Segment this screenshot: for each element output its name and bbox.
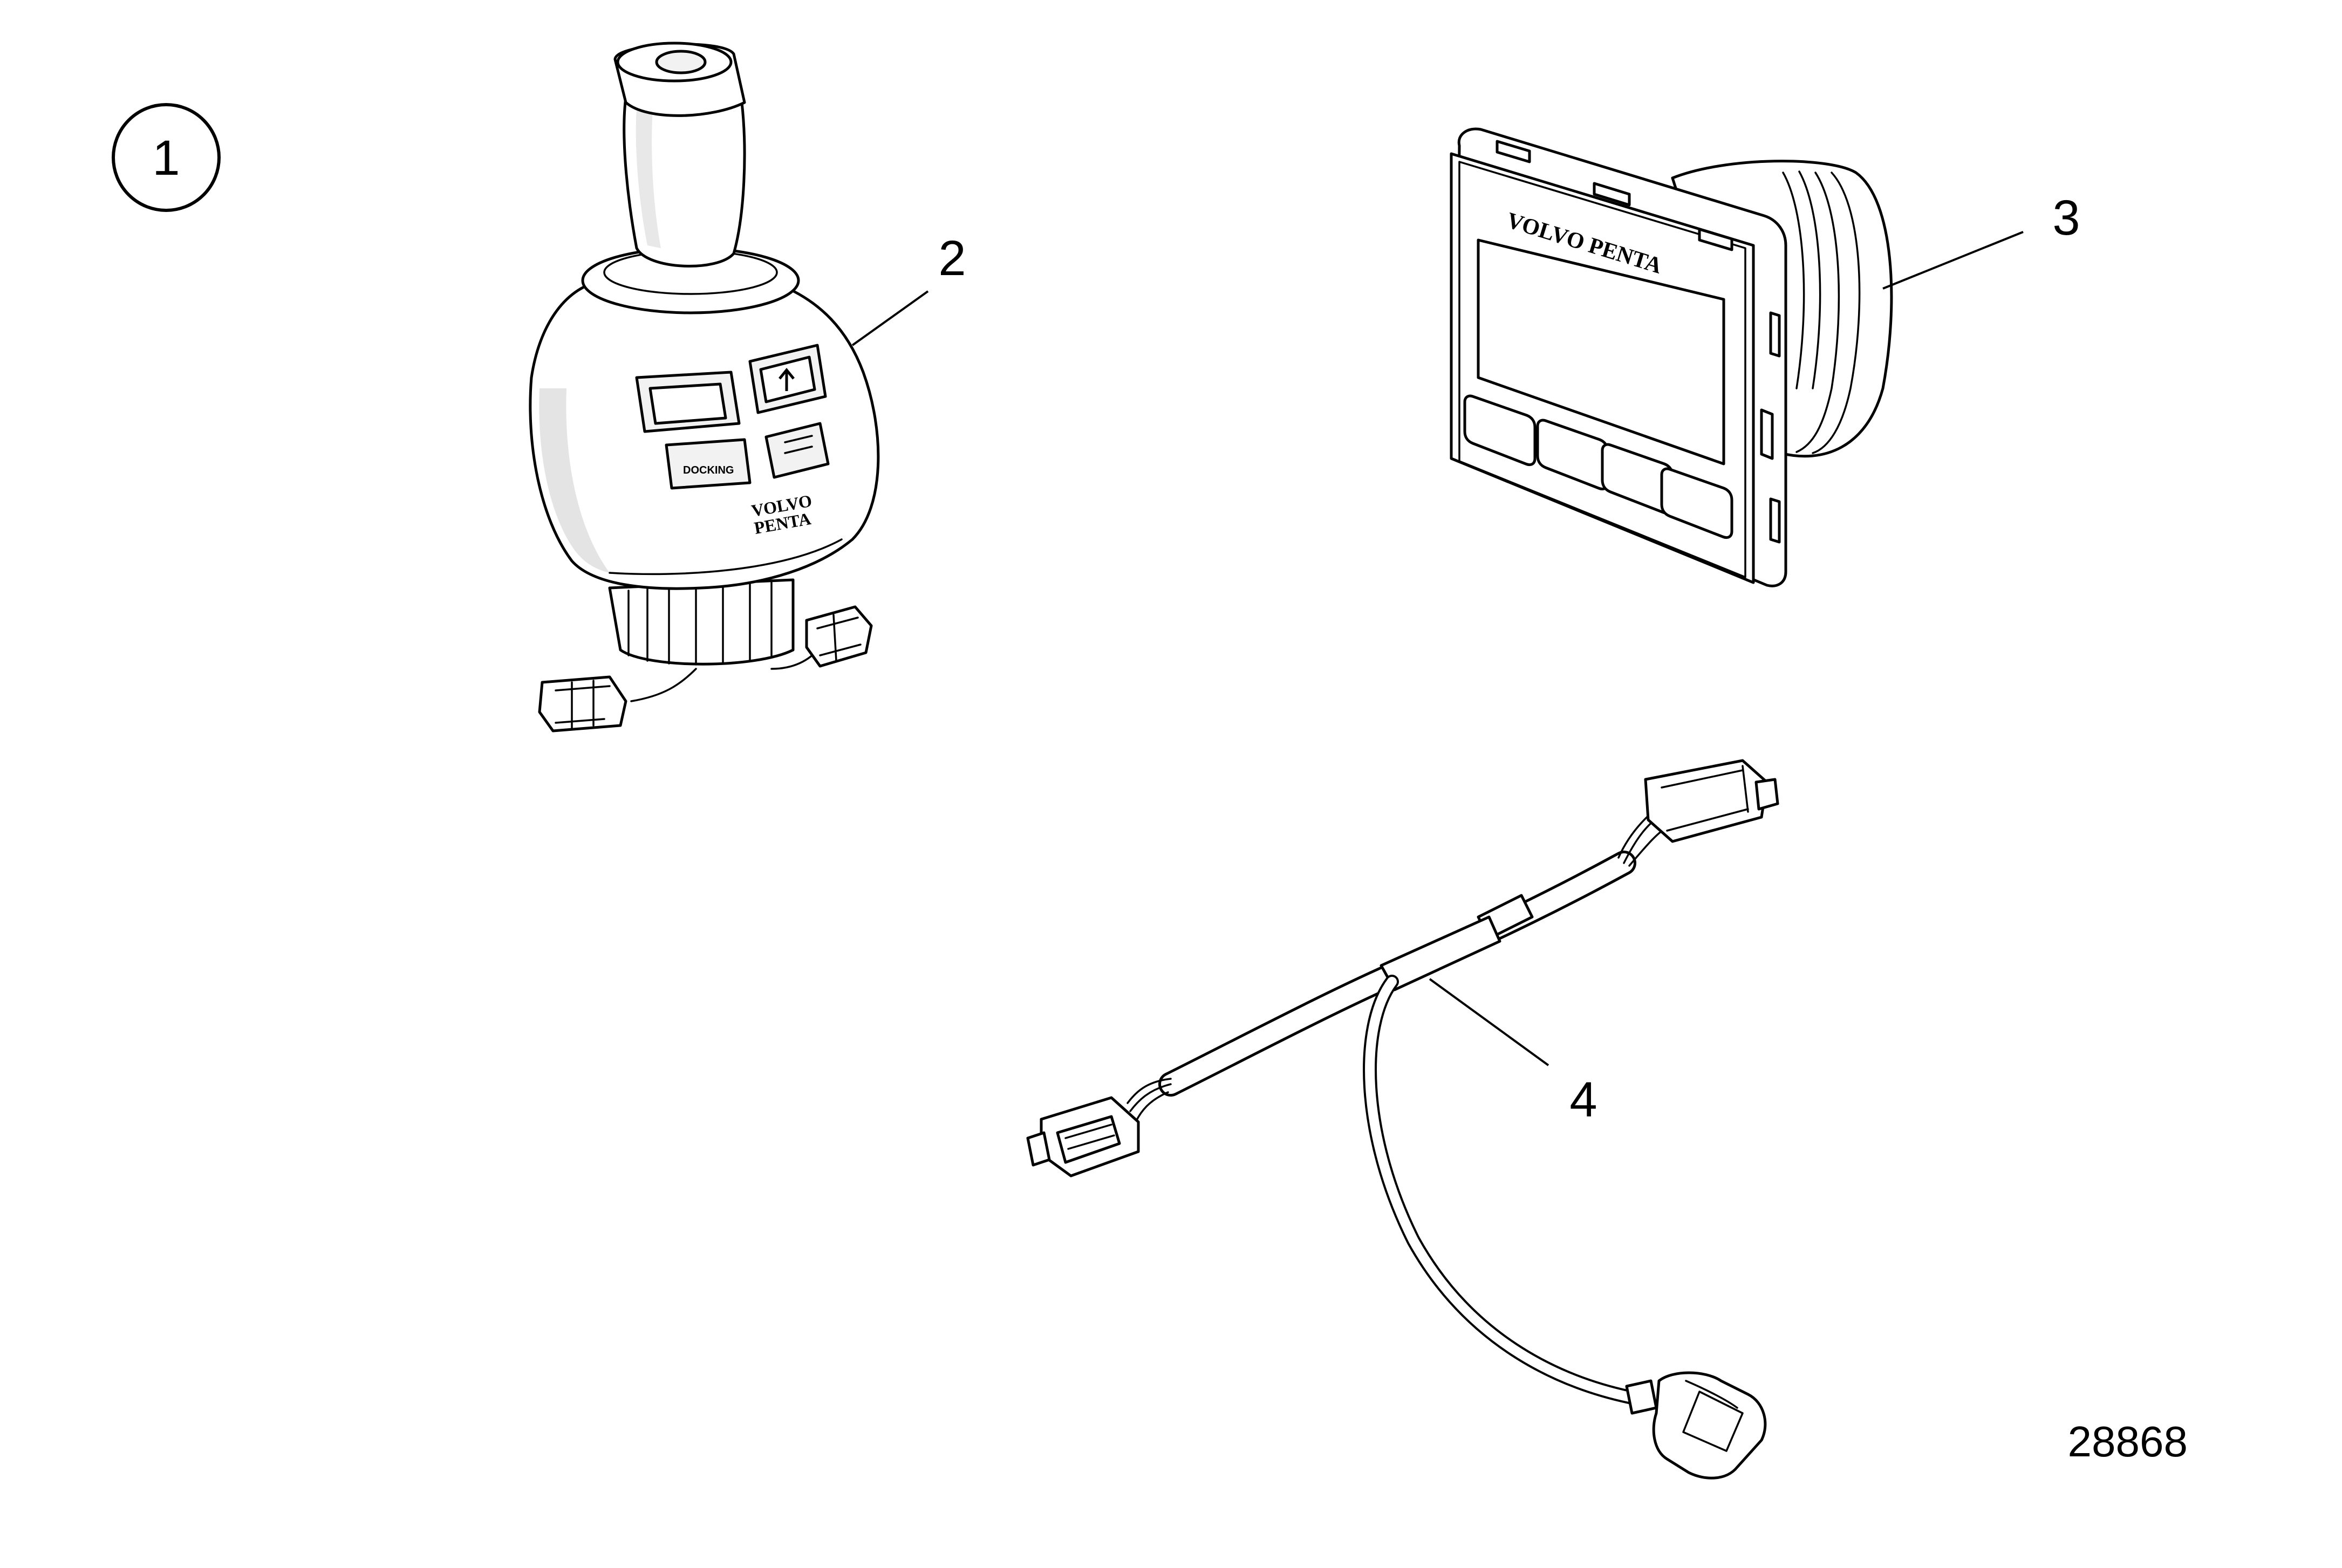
callout-3: 3 — [1882, 190, 2080, 290]
callout-4-number: 4 — [1569, 1072, 1597, 1127]
cable-harness-illustration — [1026, 759, 1779, 1480]
callout-3-number: 3 — [2052, 190, 2080, 245]
harness-bottom-connector — [1625, 1371, 1767, 1480]
group-number-badge: 1 — [112, 103, 221, 212]
docking-button-label: DOCKING — [683, 464, 734, 476]
reference-number: 28868 — [2068, 1418, 2188, 1466]
callout-2: 2 — [851, 231, 966, 346]
joystick-left-connector — [538, 675, 627, 732]
callout-4: 4 — [1429, 978, 1597, 1127]
callout-2-number: 2 — [938, 231, 966, 286]
joystick-illustration: DOCKING VOLVO PENTA — [529, 42, 880, 732]
group-number: 1 — [152, 131, 180, 186]
display-illustration: VOLVO PENTA — [1450, 127, 1893, 587]
joystick-right-connector — [805, 605, 873, 668]
harness-left-connector — [1026, 1096, 1140, 1177]
display-softkeys — [1463, 394, 1733, 539]
harness-top-connector — [1644, 759, 1779, 843]
